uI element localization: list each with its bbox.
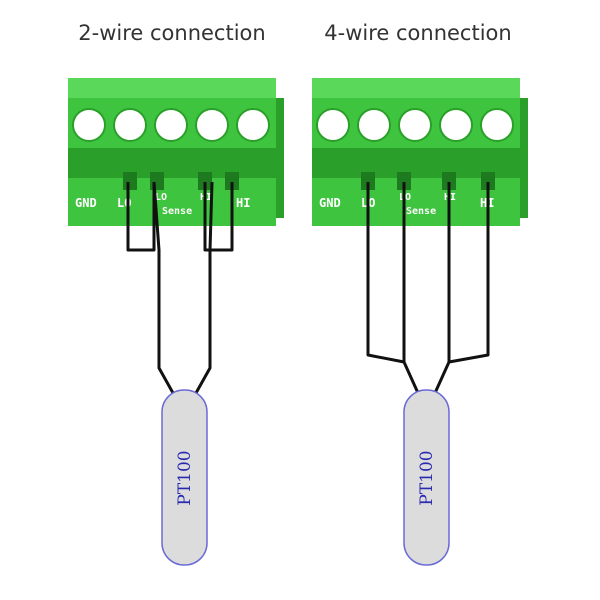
two-wire-wires <box>126 181 234 394</box>
hi-lead-wire <box>194 181 214 394</box>
terminal-slot <box>198 172 212 190</box>
sensor-label: PT100 <box>417 450 437 505</box>
screw-hole <box>357 108 391 142</box>
sense-label: Sense <box>406 206 436 217</box>
screw-hole <box>236 108 270 142</box>
hi-lead-wire <box>433 182 490 394</box>
lo-lead-wire <box>152 181 175 394</box>
terminal-slot <box>442 172 456 190</box>
four-wire-panel: 4-wire connection GND LO LO HI Sense HI <box>312 21 528 566</box>
terminal-top-ridge <box>68 78 276 98</box>
four-wire-terminal-block: GND LO LO HI Sense HI <box>312 78 528 226</box>
hi-label: HI <box>236 196 250 210</box>
four-wire-wires <box>366 182 490 394</box>
terminal-slot <box>225 172 239 190</box>
terminal-slot <box>123 172 137 190</box>
two-wire-pt100-sensor: PT100 <box>161 389 208 566</box>
terminal-slot <box>150 172 164 190</box>
terminal-top-ridge <box>312 78 520 98</box>
lo-lead-wire <box>366 182 420 394</box>
screw-hole <box>480 108 514 142</box>
two-wire-title: 2-wire connection <box>78 21 265 45</box>
sensor-body <box>403 389 450 566</box>
screw-hole <box>398 108 432 142</box>
four-wire-title: 4-wire connection <box>324 21 511 45</box>
terminal-channel <box>68 148 276 178</box>
screw-hole <box>195 108 229 142</box>
sensor-label: PT100 <box>175 450 195 505</box>
terminal-side <box>520 98 528 218</box>
screw-hole <box>72 108 106 142</box>
screw-hole <box>154 108 188 142</box>
terminal-slot <box>481 172 495 190</box>
terminal-slot <box>361 172 375 190</box>
terminal-slot <box>397 172 411 190</box>
gnd-label: GND <box>75 196 97 210</box>
sensor-body <box>161 389 208 566</box>
lo-jumper-wire <box>126 182 156 252</box>
screw-hole <box>439 108 473 142</box>
four-wire-pt100-sensor: PT100 <box>403 389 450 566</box>
screw-hole <box>316 108 350 142</box>
two-wire-panel: 2-wire connection GND LO LO HI Sense HI <box>68 21 284 566</box>
lo-sense-label: LO <box>155 192 167 203</box>
screw-hole <box>113 108 147 142</box>
hi-jumper-wire <box>203 182 234 252</box>
gnd-label: GND <box>319 196 341 210</box>
terminal-side <box>276 98 284 218</box>
sense-label: Sense <box>162 206 192 217</box>
two-wire-terminal-block: GND LO LO HI Sense HI <box>68 78 284 226</box>
